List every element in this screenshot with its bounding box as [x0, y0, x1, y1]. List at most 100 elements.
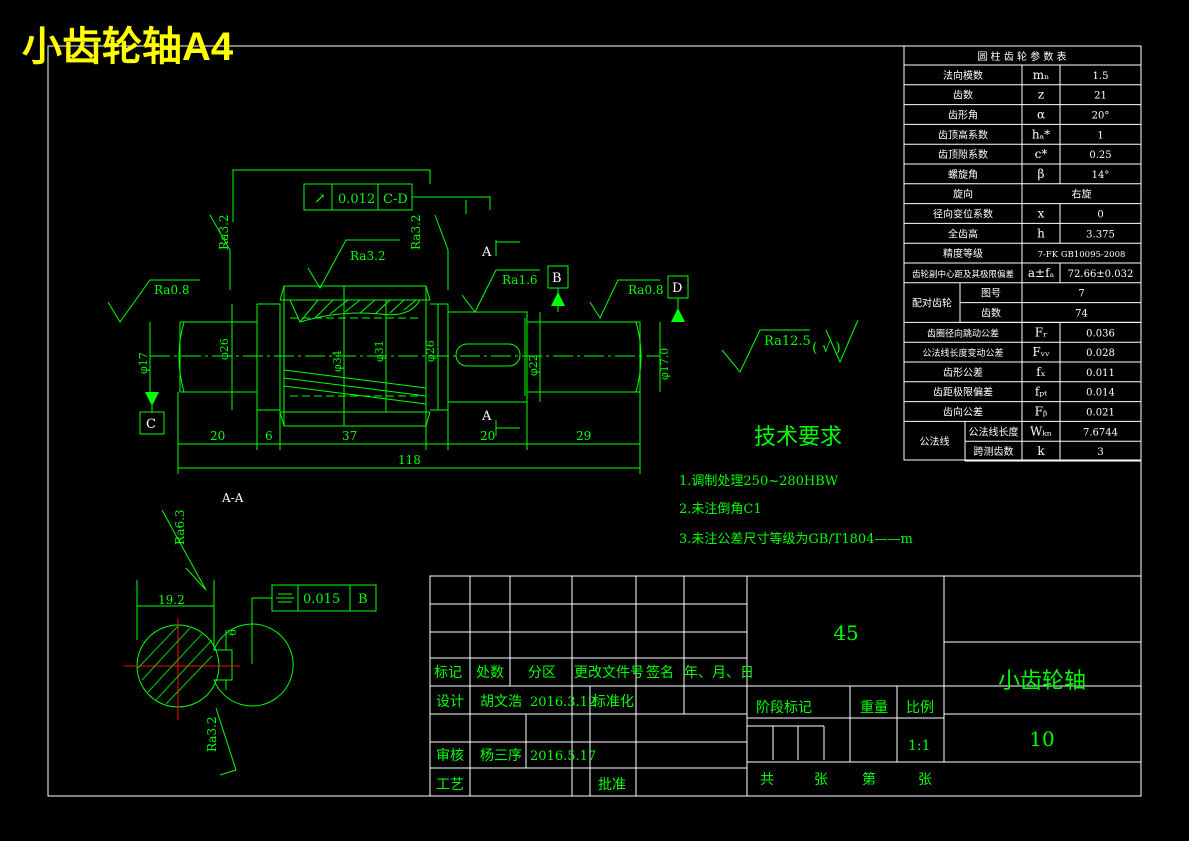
param-value: 14°	[1092, 170, 1110, 181]
param-name: 齿数	[953, 89, 973, 102]
normal-label: 公法线	[920, 435, 950, 448]
rough-ra08-left: Ra0.8	[154, 283, 190, 297]
param-value: 0.25	[1089, 150, 1111, 161]
rough-ra125-paren: ( √ )	[812, 340, 841, 356]
param-value: 0.014	[1086, 388, 1115, 399]
param-symbol: hₐ*	[1032, 127, 1050, 141]
dim-len-3: 37	[342, 429, 357, 443]
param-symbol: mₙ	[1033, 68, 1050, 82]
mate-name: 图号	[981, 288, 1001, 300]
section-a-a: A-A 19.2 6 Ra6.3 Ra3.2	[124, 491, 377, 776]
normal-symbol: k	[1037, 444, 1045, 458]
tb-header-count: 处数	[476, 665, 504, 681]
param-value: 右旋	[1072, 188, 1092, 201]
dim-dia2: φ26	[218, 338, 231, 360]
dim-len-4: 20	[480, 429, 495, 443]
rough-ra32-right: Ra3.2	[409, 214, 423, 250]
tech-item-1: 1.调制处理250~280HBW	[679, 474, 839, 489]
param-symbol: Fᵣ	[1035, 325, 1048, 339]
runout-value: 0.012	[338, 192, 375, 207]
normal-name: 公法线长度	[969, 425, 1019, 438]
param-symbol: z	[1038, 88, 1044, 102]
symmetry-value: 0.015	[303, 592, 340, 607]
normal-symbol: Wₖₙ	[1030, 424, 1052, 438]
page-title: 小齿轮轴A4	[22, 25, 234, 69]
param-symbol: α	[1037, 108, 1045, 122]
tb-weight-label: 重量	[860, 700, 888, 716]
mate-value: 74	[1075, 309, 1088, 320]
tb-stage-label: 阶段标记	[756, 700, 812, 716]
section-mark-a-bottom: A	[481, 409, 492, 424]
tech-item-3: 3.未注公差尺寸等级为GB/T1804——m	[679, 531, 913, 547]
tech-item-2: 2.未注倒角C1	[679, 502, 762, 517]
param-value: 0.021	[1086, 408, 1115, 419]
tb-standard: 标准化	[592, 694, 634, 710]
tb-process-label: 工艺	[436, 777, 464, 793]
runout-icon: ↗	[314, 191, 326, 207]
mate-name: 齿数	[981, 307, 1001, 320]
param-name: 齿顶高系数	[938, 128, 988, 141]
section-label: A-A	[221, 491, 244, 505]
tb-designer: 胡文浩	[480, 694, 522, 710]
rough-ra32-section: Ra3.2	[205, 716, 219, 752]
tb-drawing-number: 10	[1029, 727, 1054, 751]
tech-heading: 技术要求	[754, 425, 842, 450]
param-symbol: x	[1038, 207, 1045, 221]
normal-value: 7.6744	[1083, 427, 1118, 438]
dim-dia5: φ26	[424, 340, 437, 362]
tb-header-mark: 标记	[434, 665, 462, 681]
tb-sheet-unit2: 张	[918, 772, 932, 788]
tb-material: 45	[833, 621, 858, 645]
keyway	[455, 343, 521, 367]
datum-d: D	[672, 281, 682, 296]
param-value: 0	[1097, 210, 1103, 221]
tb-check-date: 2016.5.17	[530, 749, 596, 764]
tb-checker: 杨三序	[480, 748, 522, 764]
section-dim-width: 19.2	[158, 593, 185, 607]
symmetry-datum: B	[358, 592, 368, 607]
param-name: 公法线长度变动公差	[922, 347, 1003, 359]
tb-design-date: 2016.3.12	[530, 695, 596, 710]
param-symbol: c*	[1035, 147, 1048, 161]
datum-b: B	[552, 271, 562, 286]
param-value: 21	[1094, 91, 1107, 102]
normal-name: 跨测齿数	[974, 445, 1014, 458]
datum-c: C	[146, 417, 156, 432]
dim-dia4: φ31	[373, 340, 386, 362]
param-value: 1	[1097, 130, 1103, 141]
section-mark-a-top: A	[481, 245, 492, 260]
param-name: 齿圈径向跳动公差	[927, 327, 999, 339]
runout-datum: C-D	[383, 192, 408, 207]
dim-len-5: 29	[576, 429, 591, 443]
param-value: 72.66±0.032	[1068, 269, 1134, 280]
param-name: 齿顶隙系数	[938, 148, 988, 161]
gear-body	[283, 285, 427, 427]
rough-ra63: Ra6.3	[173, 509, 187, 545]
param-name: 齿形角	[948, 110, 978, 122]
param-value: 0.011	[1086, 368, 1115, 379]
param-value: 0.036	[1086, 328, 1115, 339]
dim-dia1: φ17	[137, 352, 150, 374]
param-name: 全齿高	[948, 227, 978, 240]
tb-check-label: 审核	[436, 748, 464, 764]
rough-ra32-gear: Ra3.2	[350, 249, 386, 263]
tb-scale-label: 比例	[906, 700, 934, 716]
param-symbol: Fᵦ	[1035, 405, 1048, 419]
tb-header-date: 年、月、日	[684, 665, 754, 681]
tb-header-zone: 分区	[528, 665, 556, 681]
normal-value: 3	[1097, 447, 1103, 458]
rough-ra32-left: Ra3.2	[217, 214, 231, 250]
param-name: 齿距极限偏差	[933, 386, 993, 399]
param-symbol: Fᵥᵥ	[1032, 345, 1050, 359]
mate-label: 配对齿轮	[912, 297, 952, 310]
dim-len-2: 6	[265, 429, 273, 443]
dim-dia3: φ34	[331, 350, 344, 372]
param-value: 0.028	[1086, 348, 1115, 359]
param-symbol: fₓ	[1036, 365, 1046, 379]
param-symbol: fₚₜ	[1035, 385, 1047, 399]
tb-part-name: 小齿轮轴	[998, 669, 1086, 694]
param-name: 径向变位系数	[933, 208, 993, 221]
param-value: 3.375	[1086, 229, 1115, 240]
